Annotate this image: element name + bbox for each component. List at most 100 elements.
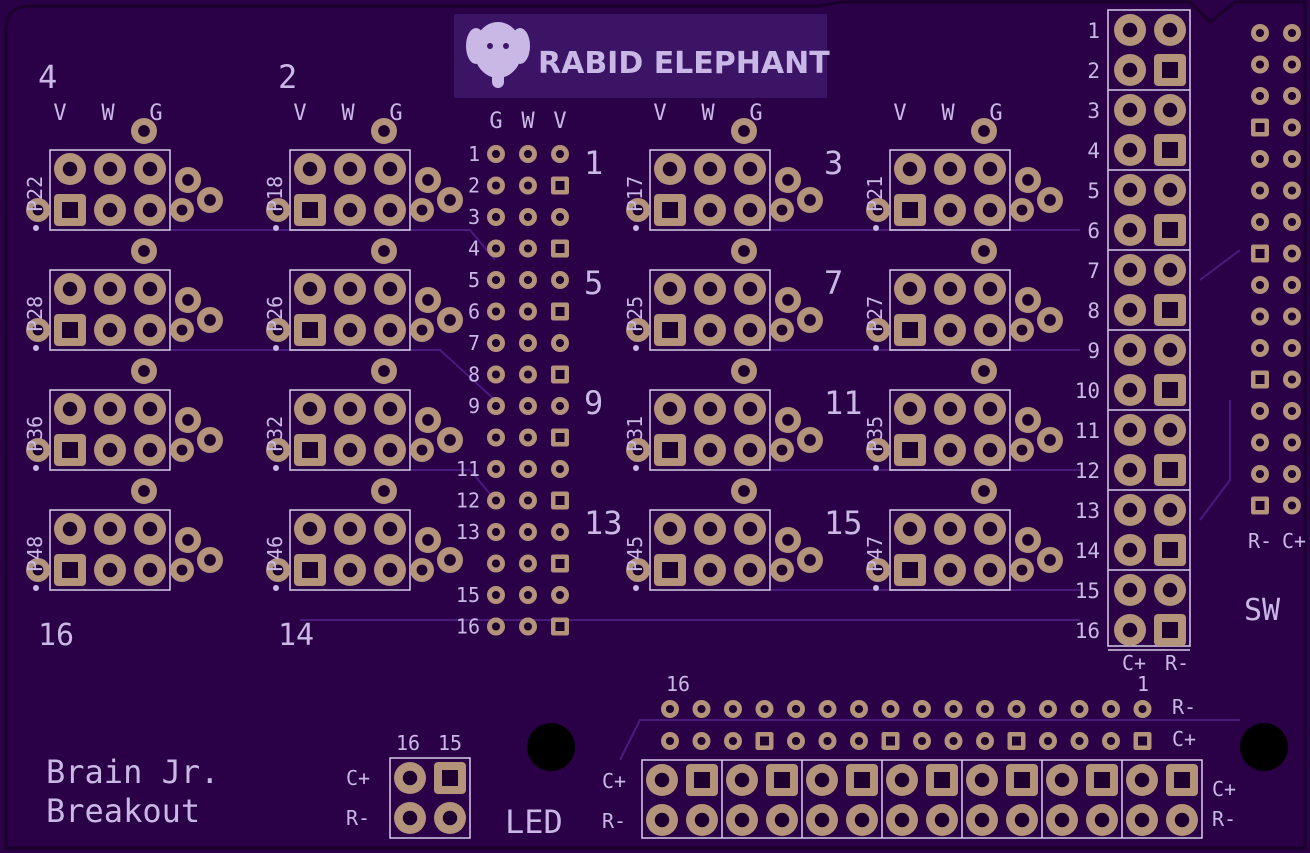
pad xyxy=(487,617,505,636)
pad xyxy=(770,318,794,342)
pad xyxy=(134,153,166,185)
pad xyxy=(1114,14,1146,46)
pad xyxy=(410,318,434,342)
pad xyxy=(487,302,505,321)
pad xyxy=(551,554,569,573)
pad xyxy=(1283,433,1301,452)
led-pin-number: 15 xyxy=(438,731,462,755)
pad xyxy=(1154,374,1186,406)
pad xyxy=(1006,804,1038,836)
pad xyxy=(976,700,994,718)
pad xyxy=(1251,55,1269,74)
pad xyxy=(1251,276,1269,294)
pad xyxy=(487,460,505,478)
pad xyxy=(694,273,726,305)
pad xyxy=(26,438,50,462)
pad xyxy=(1251,433,1269,452)
pad xyxy=(487,554,505,573)
pad xyxy=(371,238,397,264)
bottom-header-left-number: 16 xyxy=(666,672,690,696)
pad xyxy=(410,558,434,582)
pad xyxy=(1070,732,1089,750)
pad xyxy=(26,198,50,222)
pad xyxy=(1154,174,1186,206)
servo-channel-number: 13 xyxy=(584,504,623,542)
pad xyxy=(1086,764,1118,796)
pad xyxy=(487,208,505,226)
pad xyxy=(694,513,726,545)
pad xyxy=(394,762,426,794)
bottom-header-right-number: 1 xyxy=(1137,672,1149,696)
pad xyxy=(551,208,569,226)
pad xyxy=(551,302,569,321)
pin1-marker xyxy=(873,465,879,471)
pad xyxy=(974,273,1006,305)
pad xyxy=(94,153,126,185)
pad xyxy=(437,547,463,573)
pad xyxy=(726,764,758,796)
pad xyxy=(971,238,997,264)
center-header-label: W xyxy=(521,109,535,134)
servo-channel-number: 7 xyxy=(824,264,843,302)
pad xyxy=(974,434,1006,466)
servo-channel-number: 1 xyxy=(584,144,603,182)
pad xyxy=(551,239,569,258)
pad xyxy=(1133,700,1152,718)
pad xyxy=(1114,374,1146,406)
pad xyxy=(374,153,406,185)
pad xyxy=(734,554,766,586)
pad xyxy=(551,176,569,195)
pad xyxy=(626,198,650,222)
pad xyxy=(551,460,569,478)
pad xyxy=(294,273,326,305)
servo-block: P22 xyxy=(23,118,223,231)
pad xyxy=(1154,254,1186,286)
pad xyxy=(654,513,686,545)
pad xyxy=(894,194,926,226)
pad xyxy=(134,314,166,346)
pad xyxy=(1007,700,1026,718)
pad xyxy=(913,732,931,750)
pad xyxy=(175,527,201,553)
pad xyxy=(54,314,86,346)
servo-block: P28 xyxy=(23,238,223,351)
pad xyxy=(934,194,966,226)
pad xyxy=(1114,54,1146,86)
sw-header: R-C+SW xyxy=(1244,24,1306,628)
pad xyxy=(551,365,569,384)
pad xyxy=(487,428,505,447)
pad xyxy=(1283,24,1301,42)
pad xyxy=(415,407,441,433)
pad xyxy=(726,804,758,836)
pad xyxy=(54,194,86,226)
pad xyxy=(551,428,569,447)
pad xyxy=(294,434,326,466)
servo-label: P36 xyxy=(23,416,47,452)
pad xyxy=(1283,181,1301,200)
pad xyxy=(971,478,997,504)
pad xyxy=(487,271,505,289)
pad xyxy=(734,434,766,466)
pad xyxy=(1046,804,1078,836)
pad xyxy=(266,438,290,462)
pad xyxy=(1154,454,1186,486)
pad xyxy=(334,554,366,586)
right-row-number: 6 xyxy=(1087,219,1100,243)
pad xyxy=(1010,438,1034,462)
right-row-number: 11 xyxy=(1075,419,1100,443)
pad xyxy=(334,273,366,305)
pad xyxy=(197,307,223,333)
pad xyxy=(134,194,166,226)
pad xyxy=(415,287,441,313)
servo-header-label: W xyxy=(701,101,715,126)
pad xyxy=(797,187,823,213)
pad xyxy=(797,427,823,453)
pad xyxy=(1283,496,1301,515)
pad xyxy=(1283,339,1301,357)
servo-header-label: G xyxy=(989,101,1002,126)
pad xyxy=(850,732,868,750)
servo-label: P35 xyxy=(863,416,887,452)
